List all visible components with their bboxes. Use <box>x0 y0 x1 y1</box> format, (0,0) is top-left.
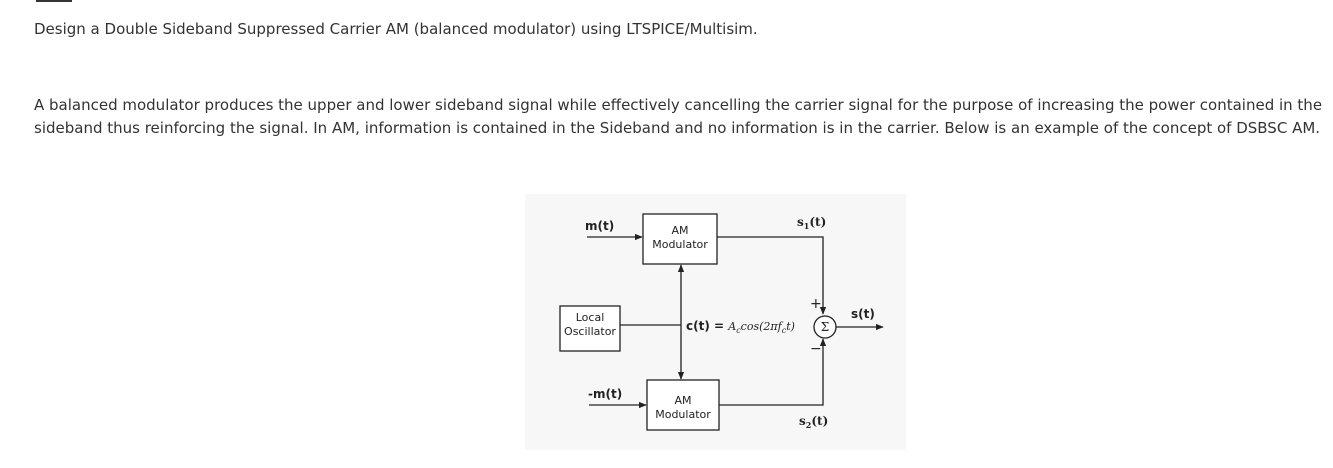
paragraph-line-1: A balanced modulator produces the upper … <box>34 96 1323 114</box>
top-edge-mark <box>36 0 72 2</box>
dsbsc-block-diagram: AM Modulator AM Modulator Local Oscillat… <box>525 194 906 450</box>
am-modulator-top-block <box>642 213 718 265</box>
summer-minus-sign: − <box>810 341 822 357</box>
output-label: s(t) <box>851 307 875 321</box>
am-modulator-top-label-1: AM <box>671 224 688 237</box>
local-oscillator-label-2: Oscillator <box>564 325 616 338</box>
am-modulator-top-label-2: Modulator <box>652 238 708 251</box>
local-oscillator-block <box>559 305 621 352</box>
s2-label: s2(t) <box>799 414 828 430</box>
paragraph-line-2: sideband thus reinforcing the signal. In… <box>34 119 1321 137</box>
am-modulator-bottom-label-2: Modulator <box>655 408 711 421</box>
input-top-label: m(t) <box>585 219 614 233</box>
am-modulator-bottom-label-1: AM <box>674 394 691 407</box>
paragraph-design-task: Design a Double Sideband Suppressed Carr… <box>34 20 758 38</box>
summer-plus-sign: + <box>810 296 822 312</box>
top-edge <box>0 0 1333 2</box>
diagram-canvas: AM Modulator AM Modulator Local Oscillat… <box>559 213 884 431</box>
am-modulator-bottom-block <box>646 379 720 431</box>
summer-sigma: Σ <box>821 320 829 334</box>
s2-path <box>719 338 827 406</box>
s1-label: s1(t) <box>797 215 826 231</box>
local-oscillator-label-1: Local <box>576 311 605 324</box>
paragraph-balanced-modulator: A balanced modulator produces the upper … <box>34 94 1322 140</box>
s1-path <box>717 236 827 315</box>
carrier-label: c(t) = Accos(2πfct) <box>686 319 795 335</box>
input-bottom-label: -m(t) <box>588 387 622 401</box>
